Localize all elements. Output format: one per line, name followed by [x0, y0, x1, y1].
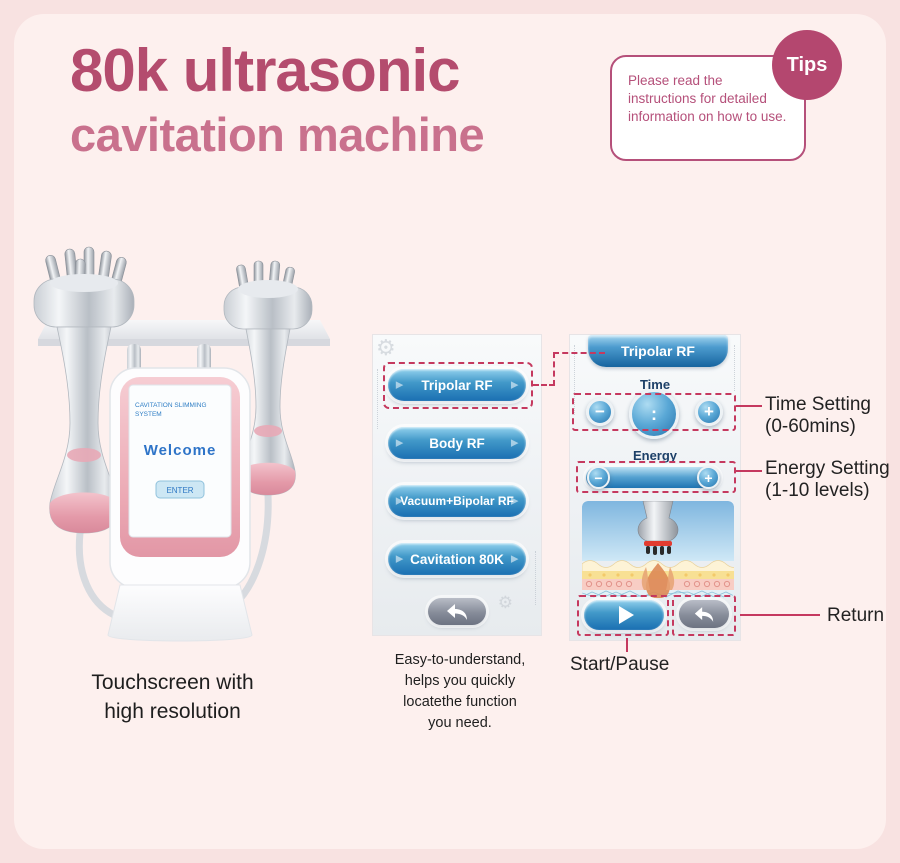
start-pause-button[interactable] [584, 600, 664, 630]
right-handpiece [223, 260, 313, 496]
return-annotation-line [740, 614, 820, 616]
pill-arrow-icon: ▶ [396, 437, 403, 448]
time-label: Time [639, 377, 671, 392]
pill-arrow-icon: ▶ [511, 379, 518, 390]
title-line-2: cavitation machine [70, 108, 485, 161]
menu-caption-line: you need. [428, 715, 492, 732]
pill-arrow-icon: ▶ [396, 553, 403, 564]
highlight-box-start-pause [577, 595, 669, 636]
highlight-box-return [672, 595, 736, 636]
machine-body: CAVITATION SLIMMING SYSTEM Welcome ENTER [107, 367, 253, 642]
menu-caption-line: helps you quickly [404, 673, 516, 690]
return-annotation: Return [827, 605, 885, 626]
detail-screen: Tripolar RF Time − : + Energy − + [570, 335, 740, 640]
plus-icon: + [704, 402, 714, 421]
detail-header-label: Tripolar RF [621, 343, 695, 359]
time-minus-button[interactable]: − [586, 398, 614, 426]
machine-welcome-text: Welcome [144, 442, 217, 459]
connector-line [553, 352, 555, 386]
menu-caption: Easy-to-understand, helps you quickly lo… [365, 650, 555, 734]
highlight-box-energy [576, 461, 736, 493]
energy-label: Energy [632, 448, 678, 463]
time-display-value: : [651, 403, 657, 424]
machine-enter-button: ENTER [166, 486, 193, 495]
menu-button-vacuum-bipolar-rf[interactable]: ▶ Vacuum+Bipolar RF ▶ [388, 485, 526, 517]
skin-treatment-illustration [582, 501, 734, 598]
left-handpiece [33, 246, 135, 534]
machine-illustration: CAVITATION SLIMMING SYSTEM Welcome ENTER [33, 246, 330, 642]
machine-screen-title-1: CAVITATION SLIMMING [135, 402, 207, 409]
time-annotation: Time Setting (0-60mins) [765, 394, 871, 439]
tips-badge: Tips [772, 30, 842, 100]
start-pause-annotation: Start/Pause [570, 654, 670, 675]
time-plus-button[interactable]: + [695, 398, 723, 426]
pill-arrow-icon: ▶ [511, 495, 518, 506]
energy-annotation-line2: (1-10 levels) [765, 480, 870, 502]
menu-button-label: Tripolar RF [421, 377, 493, 393]
energy-minus-button[interactable]: − [587, 466, 610, 489]
machine-caption-line1: Touchscreen with [91, 671, 254, 694]
play-icon [618, 606, 634, 624]
menu-button-cavitation-80k[interactable]: ▶ Cavitation 80K ▶ [388, 543, 526, 575]
machine-screen-title-2: SYSTEM [135, 411, 162, 418]
energy-slider[interactable] [586, 467, 720, 488]
title-line-1: 80k ultrasonic [70, 37, 461, 104]
menu-button-label: Vacuum+Bipolar RF [400, 494, 514, 508]
energy-annotation-line [736, 470, 762, 472]
energy-annotation-line1: Energy Setting [765, 458, 890, 479]
minus-icon: − [594, 469, 603, 486]
time-annotation-line2: (0-60mins) [765, 416, 856, 438]
plus-icon: + [704, 469, 713, 486]
tips-badge-label: Tips [786, 53, 828, 76]
detail-header-tripolar-rf: Tripolar RF [588, 335, 728, 367]
menu-button-body-rf[interactable]: ▶ Body RF ▶ [388, 427, 526, 459]
connector-line [553, 352, 605, 354]
circuit-decoration [574, 345, 575, 415]
energy-annotation: Energy Setting (1-10 levels) [765, 458, 890, 503]
menu-caption-line: locatethe function [403, 694, 517, 711]
pill-arrow-icon: ▶ [396, 495, 403, 506]
pill-arrow-icon: ▶ [511, 437, 518, 448]
circuit-decoration [535, 551, 536, 605]
highlight-box-time [572, 393, 736, 431]
detail-return-button[interactable] [679, 600, 729, 628]
time-annotation-line [736, 405, 762, 407]
start-pause-annotation-line [626, 638, 628, 652]
circuit-decoration [734, 345, 735, 391]
machine-caption: Touchscreen with high resolution [55, 668, 290, 727]
menu-button-label: Body RF [429, 435, 485, 451]
time-annotation-line1: Time Setting [765, 394, 871, 415]
circuit-decoration [377, 369, 378, 429]
connector-line [533, 384, 555, 386]
pill-arrow-icon: ▶ [511, 553, 518, 564]
minus-icon: − [595, 402, 605, 421]
machine-caption-line2: high resolution [104, 700, 241, 724]
menu-back-button[interactable] [428, 598, 486, 625]
highlight-box-tripolar [383, 362, 533, 409]
menu-caption-line: Easy-to-understand, [394, 652, 526, 668]
menu-screen: ⚙ ⚙ ▶ Tripolar RF ▶ ▶ Body RF ▶ ▶ Vacuum… [373, 335, 541, 635]
pill-arrow-icon: ▶ [396, 379, 403, 390]
energy-plus-button[interactable]: + [697, 466, 720, 489]
tips-text: Please read the instructions for detaile… [628, 73, 787, 125]
menu-button-tripolar-rf[interactable]: ▶ Tripolar RF ▶ [388, 369, 526, 401]
menu-button-label: Cavitation 80K [410, 551, 504, 567]
back-arrow-icon [694, 606, 714, 622]
gear-icon: ⚙ [376, 335, 396, 360]
back-arrow-icon [447, 603, 467, 620]
gear-icon: ⚙ [497, 593, 513, 612]
page-title: 80k ultrasonic cavitation machine [70, 36, 485, 162]
